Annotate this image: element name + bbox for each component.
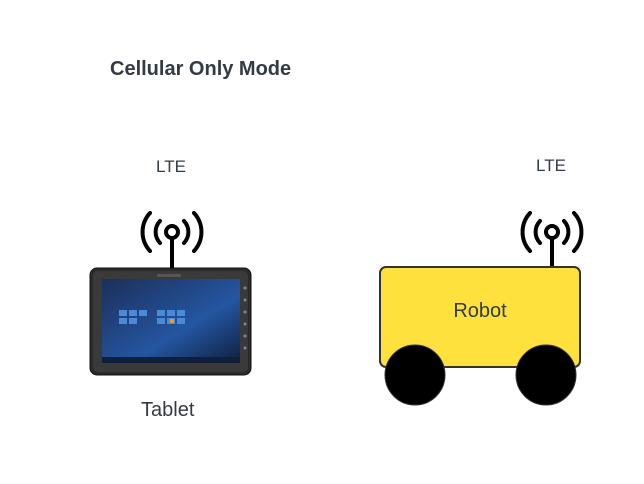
- robot-lte-label: LTE: [536, 156, 566, 175]
- tablet-icon: [89, 267, 252, 376]
- robot-body: [379, 266, 581, 368]
- robot-wheel-right: [515, 344, 577, 406]
- tablet-label: Tablet: [141, 399, 195, 421]
- robot-wheel-left: [384, 344, 446, 406]
- robot-antenna-icon: [520, 211, 584, 269]
- robot-label: Robot: [453, 300, 507, 322]
- tablet-antenna-icon: [140, 211, 204, 270]
- tablet-lte-label: LTE: [156, 157, 186, 176]
- diagram-title: Cellular Only Mode: [110, 58, 292, 80]
